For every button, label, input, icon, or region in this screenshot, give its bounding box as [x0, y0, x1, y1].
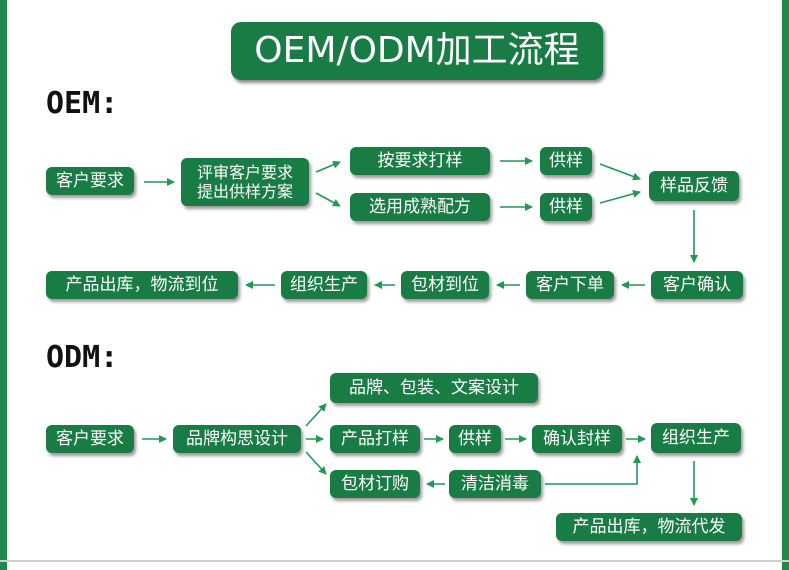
oem-node-customer-request-text: 客户要求: [56, 170, 124, 191]
oem-node-select-finished-text: 选用成熟配方: [369, 196, 471, 217]
oem-node-select-finished: 选用成熟配方: [350, 193, 490, 221]
oem-node-sample-feedback: 样品反馈: [649, 171, 739, 201]
odm-node-confirm-seal: 确认封样: [532, 425, 622, 453]
left-edge-bar: [0, 0, 7, 570]
oem-node-customer-order: 客户下单: [526, 271, 614, 299]
oem-node-review-line1: 评审客户要求: [196, 163, 293, 182]
oem-node-packaging-ready: 包材到位: [401, 271, 489, 299]
odm-node-product-sample-text: 产品打样: [341, 428, 409, 449]
odm-section-label: ODM:: [46, 340, 119, 375]
oem-node-supply-sample-1: 供样: [540, 147, 592, 175]
odm-node-brand-design: 品牌构思设计: [173, 425, 301, 453]
odm-node-brand-packaging-copy: 品牌、包装、文案设计: [330, 373, 538, 403]
odm-node-ship-logistics-text: 产品出库，物流代发: [572, 516, 726, 537]
oem-node-supply-sample-1-text: 供样: [549, 150, 583, 171]
oem-node-sample-feedback-text: 样品反馈: [660, 175, 728, 196]
oem-node-review-line2: 提出供样方案: [196, 182, 293, 201]
oem-node-supply-sample-2: 供样: [540, 193, 592, 221]
oem-node-organize-production-text: 组织生产: [290, 274, 358, 295]
oem-node-customer-request: 客户要求: [46, 167, 134, 195]
oem-node-supply-sample-2-text: 供样: [549, 196, 583, 217]
oem-node-organize-production: 组织生产: [281, 271, 367, 299]
odm-node-packaging-order: 包材订购: [330, 470, 420, 498]
odm-node-ship-logistics: 产品出库，物流代发: [556, 513, 742, 541]
oem-node-customer-order-text: 客户下单: [536, 274, 604, 295]
odm-node-customer-request-text: 客户要求: [56, 428, 124, 449]
odm-node-packaging-order-text: 包材订购: [341, 473, 409, 494]
odm-node-confirm-seal-text: 确认封样: [543, 428, 611, 449]
oem-node-packaging-ready-text: 包材到位: [411, 274, 479, 295]
arrow-oem-supply1-to-feedback: [599, 163, 641, 181]
right-edge-bar: [782, 0, 789, 570]
oem-section-label: OEM:: [46, 86, 119, 121]
oem-node-customer-confirm: 客户确认: [651, 271, 743, 299]
odm-node-clean-disinfect-text: 清洁消毒: [461, 473, 529, 494]
arrow-odm-design-to-brandcopy: [305, 403, 327, 427]
oem-node-review-plan: 评审客户要求 提出供样方案: [181, 158, 309, 206]
arrow-oem-review-to-sample: [315, 161, 341, 173]
arrow-odm-design-to-packaging: [305, 451, 327, 475]
odm-node-product-sample: 产品打样: [330, 425, 420, 453]
oem-node-sample-by-request-text: 按要求打样: [377, 150, 463, 171]
oem-node-ship-logistics: 产品出库，物流到位: [46, 271, 238, 299]
oem-node-sample-by-request: 按要求打样: [350, 147, 490, 175]
bottom-divider: [0, 560, 789, 562]
odm-node-clean-disinfect: 清洁消毒: [449, 470, 541, 498]
odm-node-brand-design-text: 品牌构思设计: [186, 428, 288, 449]
odm-node-brand-packaging-copy-text: 品牌、包装、文案设计: [349, 377, 519, 398]
oem-node-ship-logistics-text: 产品出库，物流到位: [65, 274, 219, 295]
odm-node-supply-sample: 供样: [449, 425, 501, 453]
odm-node-organize-production-text: 组织生产: [662, 427, 730, 448]
odm-node-customer-request: 客户要求: [46, 425, 134, 453]
arrow-oem-review-to-select: [315, 192, 341, 207]
arrow-oem-supply2-to-feedback: [599, 189, 641, 204]
odm-node-supply-sample-text: 供样: [458, 428, 492, 449]
oem-node-customer-confirm-text: 客户确认: [663, 274, 731, 295]
page-title: OEM/ODM加工流程: [231, 22, 603, 80]
arrow-odm-clean-to-production: [545, 455, 641, 485]
odm-node-organize-production: 组织生产: [651, 423, 741, 453]
